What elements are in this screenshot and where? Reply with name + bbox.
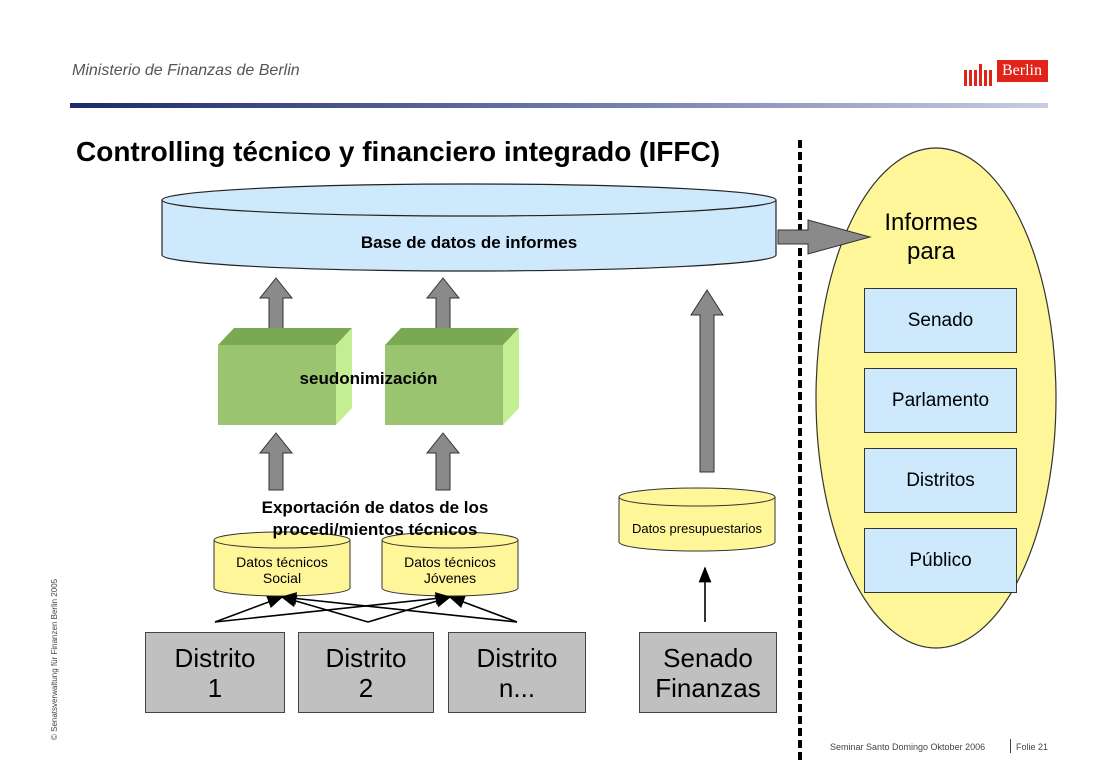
district-n-line2: n... <box>498 672 536 703</box>
page-title: Controlling técnico y financiero integra… <box>76 136 721 167</box>
arrow-up-3 <box>258 432 294 491</box>
reports-title: Informes para <box>856 208 1006 266</box>
report-districts: Distritos <box>864 448 1017 513</box>
district-1-box: Distrito 1 <box>145 632 285 713</box>
reports-title-line2: para <box>906 238 956 265</box>
berlin-logo: Berlin <box>960 58 1050 90</box>
ministry-name: Ministerio de Finanzas de Berlin <box>72 62 300 79</box>
district-1-line1: Distrito <box>174 642 256 673</box>
district-n-line1: Distrito <box>476 642 558 673</box>
copyright-vertical: © Senatsverwaltung für Finanzen Berlin 2… <box>50 578 59 740</box>
export-label: Exportación de datos de los procedi/mien… <box>200 497 550 541</box>
dashed-separator <box>798 140 802 760</box>
arrow-to-reports <box>777 219 872 255</box>
header-divider <box>70 103 1048 108</box>
youth-data-label: Datos técnicos Jóvenes <box>382 554 518 586</box>
senate-finance-line1: Senado <box>663 642 753 673</box>
social-data-label: Datos técnicos Social <box>214 554 350 586</box>
district-2-line1: Distrito <box>325 642 407 673</box>
cylinder-budget <box>618 487 776 552</box>
social-data-line2: Social <box>262 570 302 586</box>
reports-title-line1: Informes <box>884 209 978 236</box>
logo-text: Berlin <box>1002 62 1042 79</box>
district-2-box: Distrito 2 <box>298 632 434 713</box>
pseudonymization-block-1 <box>218 328 352 425</box>
database-label: Base de datos de informes <box>360 233 578 252</box>
district-1-line2: 1 <box>207 672 223 703</box>
arrow-up-1 <box>258 277 294 334</box>
export-label-line2: procedi/mientos técnicos <box>272 520 478 539</box>
footer-seminar: Seminar Santo Domingo Oktober 2006 <box>830 742 986 752</box>
arrow-up-budget <box>690 289 724 473</box>
report-senate: Senado <box>864 288 1017 353</box>
arrow-up-4 <box>425 432 461 491</box>
report-database-cylinder <box>161 183 777 272</box>
budget-data-label: Datos presupuestarios <box>631 521 763 536</box>
arrow-up-2 <box>425 277 461 334</box>
pseudonymization-block-2 <box>385 328 519 425</box>
export-label-line1: Exportación de datos de los <box>261 498 489 517</box>
social-data-line1: Datos técnicos <box>236 554 328 570</box>
report-parliament: Parlamento <box>864 368 1017 433</box>
senate-finance-line2: Finanzas <box>655 672 761 703</box>
pseudonymization-label: seudonimización <box>299 369 438 388</box>
district-2-line2: 2 <box>358 672 374 703</box>
report-public: Público <box>864 528 1017 593</box>
senate-finance-box: Senado Finanzas <box>639 632 777 713</box>
youth-data-line2: Jóvenes <box>423 570 477 586</box>
footer-slide-number: Folie 21 <box>1016 742 1049 752</box>
footer-separator <box>1010 739 1011 753</box>
youth-data-line1: Datos técnicos <box>404 554 496 570</box>
district-cross-arrows <box>214 566 712 623</box>
district-n-box: Distrito n... <box>448 632 586 713</box>
